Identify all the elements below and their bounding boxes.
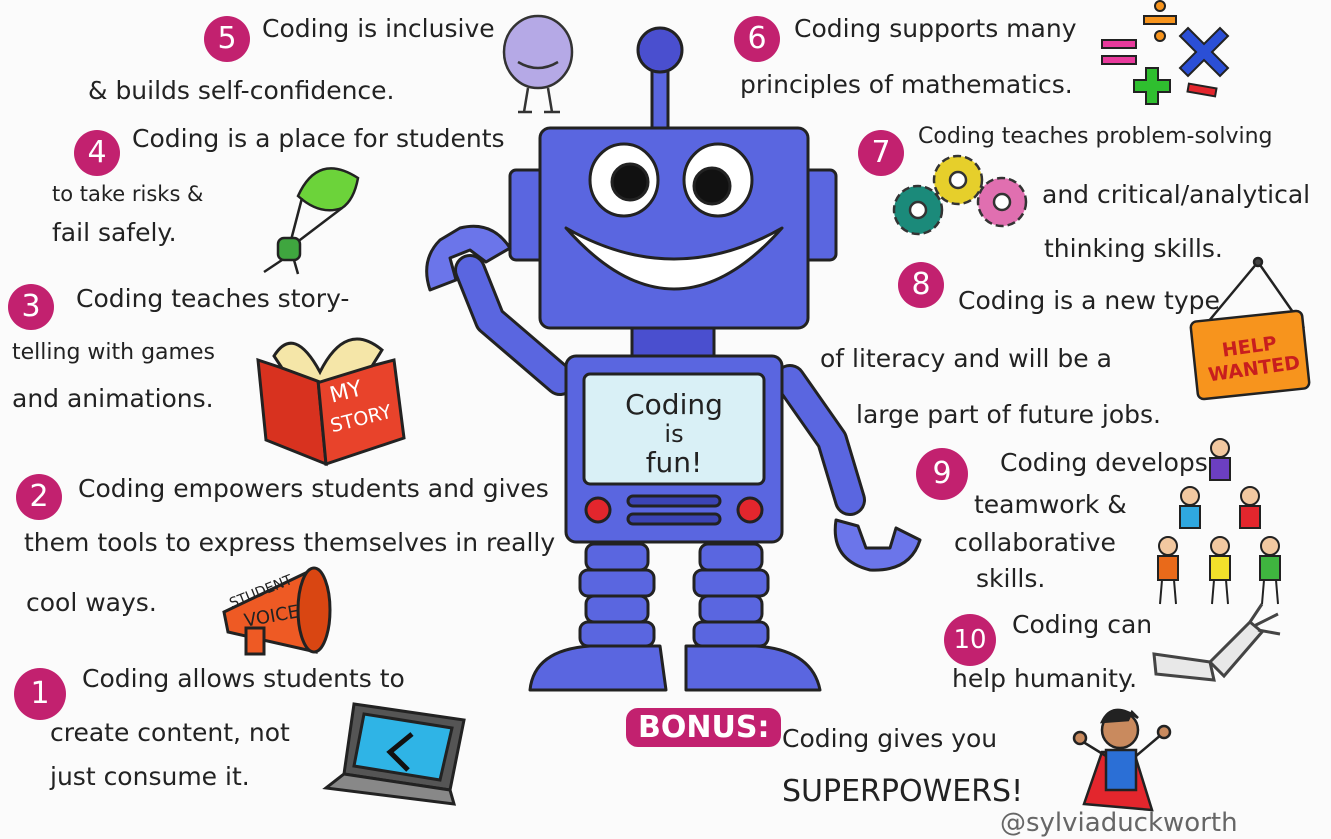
point-2-line-2: them tools to express themselves in real…	[24, 528, 556, 557]
bonus-line-2: SUPERPOWERS!	[782, 774, 1024, 809]
robot-screen-line-1: Coding	[625, 388, 723, 421]
point-9-line-2: teamwork &	[974, 490, 1127, 519]
point-10-number: 10	[944, 614, 996, 666]
point-1-line-1: Coding allows students to	[82, 664, 405, 693]
help-wanted-sign-icon	[1189, 256, 1311, 401]
point-8-line-2: of literacy and will be a	[820, 344, 1112, 373]
point-1-line-2: create content, not	[50, 718, 290, 747]
point-5-line-1: Coding is inclusive	[262, 14, 495, 43]
point-3-line-3: and animations.	[12, 384, 214, 413]
point-10-line-1: Coding can	[1012, 610, 1153, 639]
point-4-line-1: Coding is a place for students	[132, 124, 505, 153]
point-8-number: 8	[898, 262, 944, 308]
point-1-line-3: just consume it.	[50, 762, 250, 791]
kids-pyramid-icon	[1157, 438, 1281, 605]
point-7-number: 7	[858, 130, 904, 176]
point-7-line-1: Coding teaches problem-solving	[918, 124, 1273, 149]
point-10-line-2: help humanity.	[952, 664, 1138, 693]
point-6-number: 6	[734, 16, 780, 62]
bonus-line-1: Coding gives you	[782, 724, 998, 753]
robotic-arm-icon	[1152, 603, 1281, 682]
point-1-number: 1	[14, 668, 66, 720]
credit: @sylviaduckworth	[1000, 808, 1238, 838]
point-4-line-3: fail safely.	[52, 218, 177, 247]
point-2-line-1: Coding empowers students and gives	[78, 474, 549, 503]
inclusive-character-icon	[502, 14, 574, 114]
point-7-line-3: thinking skills.	[1044, 234, 1223, 263]
point-5-line-2: & builds self-confidence.	[88, 76, 395, 105]
laptop-icon	[322, 702, 466, 806]
point-3-line-1: Coding teaches story-	[76, 284, 350, 313]
point-6-line-1: Coding supports many	[794, 14, 1077, 43]
point-3-line-2: telling with games	[12, 340, 215, 365]
megaphone-icon	[222, 566, 332, 656]
robot-screen-line-2: is	[664, 420, 684, 448]
point-5-number: 5	[204, 16, 250, 62]
bonus-badge: BONUS:	[626, 708, 782, 747]
point-9-line-4: skills.	[976, 564, 1046, 593]
point-8-line-1: Coding is a new type	[958, 286, 1220, 315]
point-6-line-2: principles of mathematics.	[740, 70, 1073, 99]
point-9-number: 9	[916, 448, 968, 500]
point-8-line-3: large part of future jobs.	[856, 400, 1161, 429]
point-3-number: 3	[8, 284, 54, 330]
point-4-number: 4	[74, 130, 120, 176]
point-7-line-2: and critical/analytical	[1042, 180, 1311, 209]
parachute-icon	[263, 167, 360, 275]
robot-screen-line-3: fun!	[645, 446, 703, 479]
gears-icon	[892, 154, 1028, 236]
book-icon	[256, 337, 406, 467]
point-2-line-3: cool ways.	[26, 588, 157, 617]
point-9-line-1: Coding develops	[1000, 448, 1208, 477]
point-2-number: 2	[16, 474, 62, 520]
point-9-line-3: collaborative	[954, 528, 1116, 557]
superhero-kid-icon	[1072, 708, 1172, 812]
point-4-line-2: to take risks &	[52, 182, 204, 206]
math-symbols-icon	[1101, 0, 1230, 105]
